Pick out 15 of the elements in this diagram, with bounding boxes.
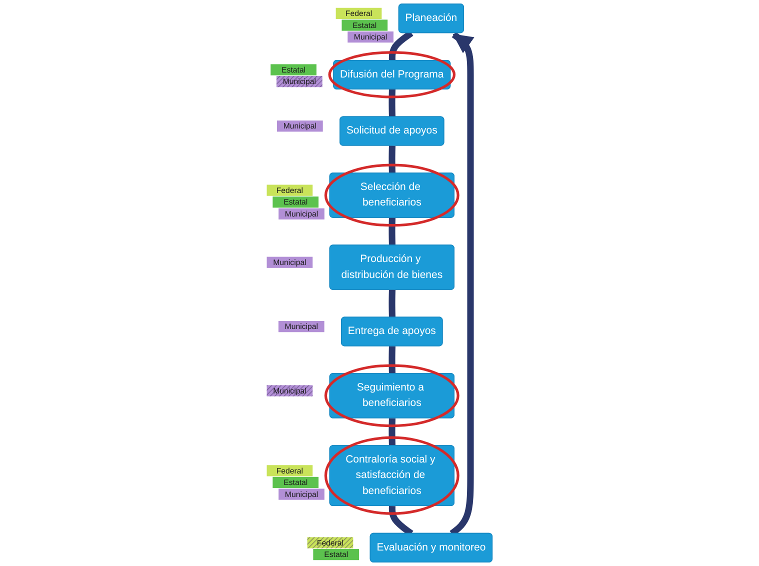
- cycle-connector: [388, 144, 396, 174]
- cycle-connector: [388, 288, 396, 318]
- process-box: Producción y distribución de bienes: [329, 244, 454, 290]
- process-box: Planeación: [398, 4, 464, 34]
- process-box: Difusión del Programa: [333, 60, 451, 90]
- cycle-connector: [388, 345, 396, 375]
- process-box: Seguimiento a beneficiarios: [329, 373, 454, 418]
- process-box: Evaluación y monitoreo: [370, 532, 493, 562]
- process-box: Contraloría social y satisfacción de beneficiarios: [329, 445, 454, 506]
- cycle-connector: [388, 88, 396, 118]
- process-box: Solicitud de apoyos: [340, 116, 444, 146]
- cycle-connector: [388, 417, 396, 447]
- process-box: Selección de beneficiarios: [329, 172, 454, 218]
- cycle-connector: [388, 216, 396, 246]
- process-box: Entrega de apoyos: [341, 316, 443, 346]
